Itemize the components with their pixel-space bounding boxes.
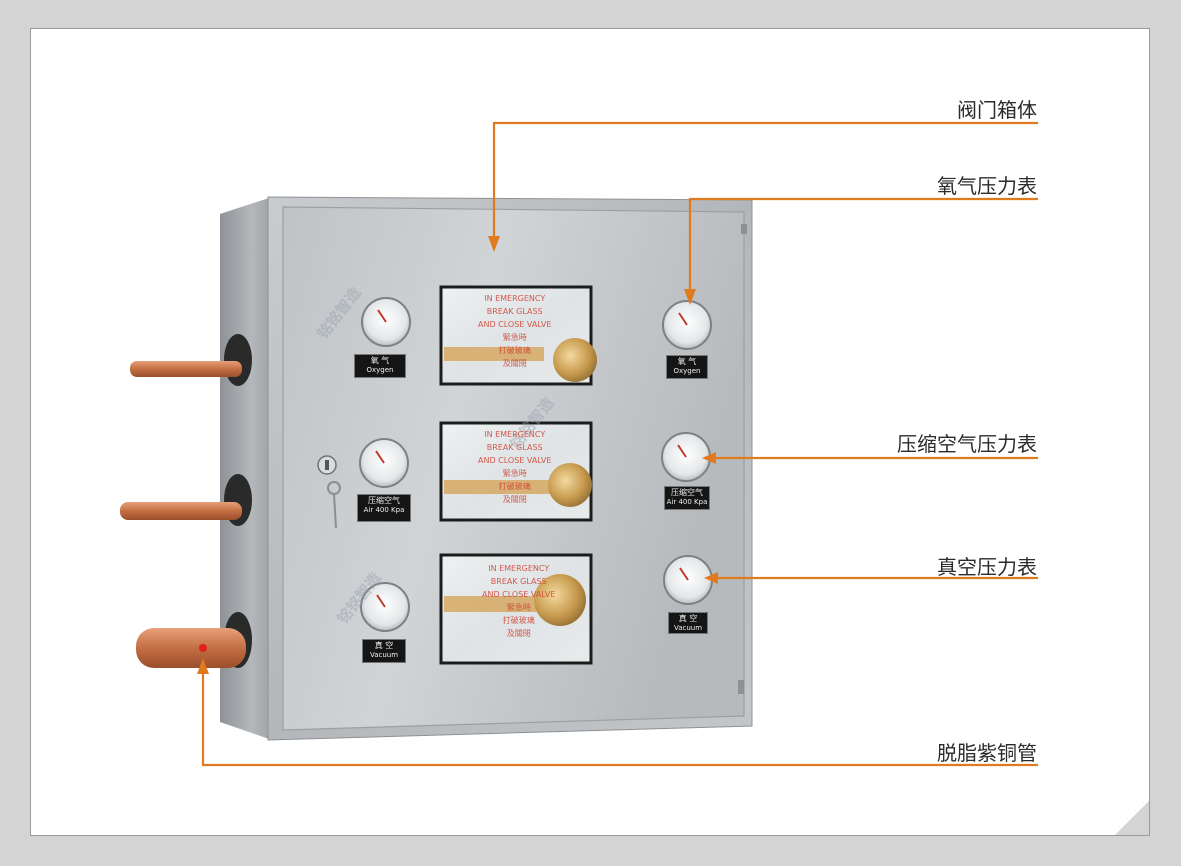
valve-pipe-3 bbox=[444, 596, 544, 612]
vacuum-gauge-right bbox=[663, 555, 713, 605]
valve-body-3 bbox=[534, 574, 586, 626]
valve-pipe-2 bbox=[444, 480, 554, 494]
callout-line-valve-box bbox=[492, 121, 1038, 244]
arrowhead-vacuum-gauge bbox=[704, 572, 718, 584]
pipe-hole-top bbox=[224, 334, 252, 386]
box-side-wall bbox=[220, 197, 272, 740]
copper-pipe-marker-dot bbox=[199, 644, 207, 652]
valve-body-1 bbox=[553, 338, 597, 382]
oxygen-gauge-left bbox=[361, 297, 411, 347]
oxygen-gauge-right bbox=[662, 300, 712, 350]
callout-label-oxygen-gauge: 氧气压力表 bbox=[937, 174, 1037, 198]
copper-pipe-top bbox=[130, 361, 242, 377]
callout-label-copper-pipe: 脱脂紫铜管 bbox=[937, 741, 1037, 765]
door-lock-icon bbox=[317, 455, 341, 529]
arrowhead-oxygen-gauge bbox=[684, 289, 696, 305]
copper-pipe-bottom bbox=[136, 628, 246, 668]
valve-body-2 bbox=[548, 463, 592, 507]
hinge-top bbox=[741, 224, 747, 234]
copper-pipe-mid bbox=[120, 502, 242, 520]
callout-line-copper-pipe bbox=[201, 666, 1038, 767]
callout-label-valve-box: 阀门箱体 bbox=[957, 98, 1037, 122]
hinge-bottom bbox=[738, 680, 744, 694]
air-gauge-right bbox=[661, 432, 711, 482]
arrowhead-valve-box bbox=[488, 236, 500, 252]
page-corner-fold bbox=[1115, 801, 1149, 835]
arrowhead-air-gauge bbox=[702, 452, 716, 464]
air-gauge-left bbox=[359, 438, 409, 488]
valve-pipe-1 bbox=[444, 347, 544, 361]
callout-line-oxygen-gauge bbox=[688, 197, 1038, 297]
vacuum-gauge-left bbox=[360, 582, 410, 632]
callout-label-vacuum-gauge: 真空压力表 bbox=[937, 555, 1037, 579]
arrowhead-copper-pipe bbox=[197, 658, 209, 674]
callout-arrowheads bbox=[197, 236, 718, 674]
callout-lines bbox=[201, 121, 1038, 767]
callout-label-air-gauge: 压缩空气压力表 bbox=[897, 432, 1037, 456]
